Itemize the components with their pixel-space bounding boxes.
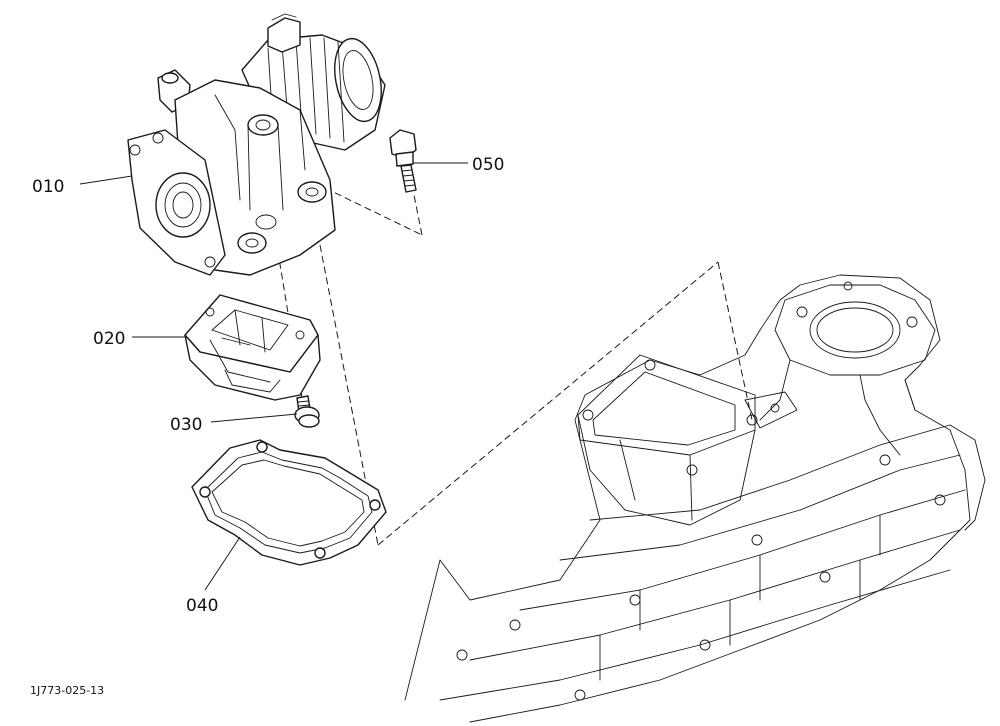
leader-line-010 [79, 175, 133, 185]
callout-030: 030 [170, 413, 298, 435]
callout-040: 040 [186, 536, 241, 616]
reed-valve-housing-drawing [184, 294, 321, 401]
leader-line-040 [204, 536, 241, 591]
gasket-040-drawing [191, 439, 387, 566]
intake-manifold-drawing [404, 274, 986, 723]
leader-line-030 [210, 413, 298, 423]
callout-label-040: 040 [186, 596, 218, 616]
callout-050: 050 [413, 155, 504, 175]
drawing-code: 1J773-025-13 [30, 684, 104, 697]
callout-020: 020 [93, 329, 185, 349]
callout-label-010: 010 [32, 177, 64, 197]
egr-valve-drawing [127, 13, 386, 276]
callout-010: 010 [32, 175, 133, 197]
callout-label-020: 020 [93, 329, 125, 349]
screw-030-drawing [294, 395, 320, 428]
callout-label-050: 050 [472, 155, 504, 175]
callout-label-030: 030 [170, 415, 202, 435]
bolt-050-drawing [389, 129, 417, 193]
